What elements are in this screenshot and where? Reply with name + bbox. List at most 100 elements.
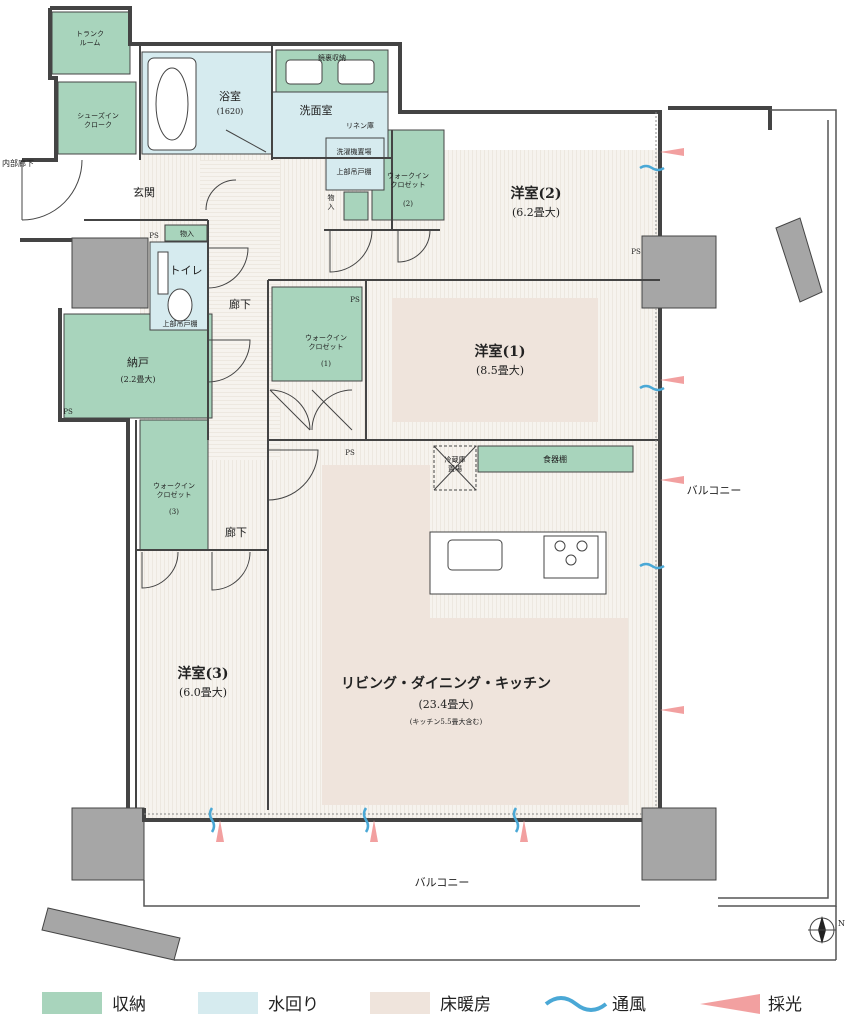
nando-name-label: 納戸 bbox=[127, 356, 149, 369]
legend-heating-swatch bbox=[370, 992, 430, 1014]
balcony-outline bbox=[143, 109, 837, 961]
light-ldk-e1 bbox=[660, 476, 684, 484]
wic2-name-label: ウォークインクロゼット bbox=[387, 172, 429, 189]
washer-area bbox=[325, 137, 385, 191]
light-ldk-s2 bbox=[520, 820, 528, 842]
label-line: クロゼット bbox=[157, 490, 192, 499]
label-line: 置場 bbox=[448, 464, 462, 473]
room2-name-label: 洋室(2) bbox=[511, 185, 562, 202]
wind-markers bbox=[208, 164, 665, 833]
room1-name-label: 洋室(1) bbox=[475, 343, 526, 360]
label-line: ルーム bbox=[80, 39, 101, 47]
room1-size-label: (8.5畳大) bbox=[476, 363, 524, 377]
legend-water-swatch bbox=[198, 992, 258, 1014]
bathtub-inner bbox=[155, 67, 189, 141]
entrance-label: 玄関 bbox=[133, 185, 155, 199]
toilet-label: トイレ bbox=[170, 264, 203, 277]
light-room3 bbox=[216, 820, 224, 842]
inner-corridor-label: 内部廊下 bbox=[2, 158, 34, 168]
wic1-num-label: (1) bbox=[321, 360, 331, 368]
cupboard-label: 食器棚 bbox=[543, 454, 567, 464]
room3-size-label: (6.0畳大) bbox=[179, 685, 227, 699]
door-nando bbox=[207, 339, 251, 383]
label-line: シューズイン bbox=[77, 111, 119, 120]
walls bbox=[20, 6, 772, 822]
nando-size-label: (2.2畳大) bbox=[121, 374, 156, 384]
stove-burners bbox=[554, 540, 588, 566]
ps-3-label: PS bbox=[63, 408, 73, 416]
storage-small-2-label: 物入 bbox=[180, 229, 194, 238]
pillar-se bbox=[641, 807, 717, 881]
light-ldk-e2 bbox=[660, 706, 684, 714]
door-entrance bbox=[21, 159, 83, 221]
pillar-balcony-sw bbox=[41, 907, 181, 961]
door-washroom bbox=[205, 179, 237, 211]
fridge-label: 冷蔵庫置場 bbox=[445, 455, 466, 473]
pillar-nw bbox=[71, 237, 149, 309]
balcony-east-label: バルコニー bbox=[687, 484, 742, 497]
windows bbox=[144, 112, 657, 815]
wind-ldk-s1 bbox=[362, 807, 370, 833]
trunk-room-area bbox=[51, 11, 131, 75]
light-markers bbox=[216, 148, 684, 842]
fixtures bbox=[147, 57, 607, 595]
mirror-storage-label: 鏡裏収納 bbox=[318, 53, 346, 62]
fridge-space bbox=[433, 445, 477, 491]
label-line: クローク bbox=[84, 121, 112, 129]
washroom-label: 洗面室 bbox=[300, 103, 333, 117]
label-line: トランク bbox=[76, 30, 104, 38]
label-line: ウォークイン bbox=[387, 172, 429, 180]
heating-ldk-living bbox=[430, 618, 628, 805]
legend-wind-label: 通風 bbox=[612, 995, 646, 1015]
wic1-area bbox=[271, 286, 363, 382]
ldk-note-label: (キッチン5.5畳大含む) bbox=[410, 717, 483, 726]
door-room3-b bbox=[211, 551, 251, 591]
room-labels: トランクルーム シューズインクローク 内部廊下 玄関 浴室 (1620) 鏡裏収… bbox=[2, 30, 741, 889]
legend-light-label: 採光 bbox=[768, 995, 802, 1015]
burner-1 bbox=[554, 540, 566, 552]
label-line: 入 bbox=[328, 203, 335, 211]
bathtub bbox=[147, 57, 197, 151]
wic3-name-label: ウォークインクロゼット bbox=[153, 482, 195, 499]
doors bbox=[21, 129, 431, 591]
ldk-name-label: リビング・ダイニング・キッチン bbox=[341, 675, 551, 692]
wic1-name-label: ウォークインクロゼット bbox=[305, 334, 347, 351]
nando-area bbox=[63, 313, 213, 419]
label-line: ウォークイン bbox=[153, 482, 195, 490]
door-room3-a bbox=[141, 551, 179, 589]
wind-room1 bbox=[639, 384, 665, 392]
label-line: クロゼット bbox=[391, 180, 426, 189]
pillar-balcony-ne bbox=[775, 217, 823, 303]
label-line: ウォークイン bbox=[305, 334, 347, 342]
storage-areas bbox=[51, 11, 634, 551]
sink-2 bbox=[337, 59, 375, 85]
washer-label: 洗濯機置場 bbox=[337, 147, 372, 156]
trunk-room-label: トランクルーム bbox=[76, 30, 104, 47]
sink-1 bbox=[285, 59, 323, 85]
legend: 収納 水回り 床暖房 通風 採光 bbox=[42, 992, 802, 1015]
bath-size-label: (1620) bbox=[217, 107, 244, 116]
toilet-tank bbox=[157, 251, 169, 295]
pillars bbox=[41, 217, 823, 961]
upper-cabinet-2-label: 上部吊戸棚 bbox=[163, 319, 198, 328]
door-wic1 bbox=[269, 389, 311, 431]
door-ldk bbox=[267, 449, 319, 501]
light-ldk-s1 bbox=[370, 820, 378, 842]
legend-light-icon bbox=[700, 994, 760, 1014]
ps-4-label: PS bbox=[345, 449, 355, 457]
toilet-bowl bbox=[167, 288, 193, 322]
door-wic2 bbox=[397, 229, 431, 263]
storage-small-1-label: 物入 bbox=[328, 193, 335, 211]
cupboard-area bbox=[477, 445, 634, 473]
kitchen-sink bbox=[447, 539, 503, 571]
label-line: 物 bbox=[328, 193, 335, 202]
ps-2-label: PS bbox=[350, 296, 360, 304]
wic3-area bbox=[139, 419, 209, 551]
door-room1 bbox=[311, 389, 353, 431]
burner-3 bbox=[565, 554, 577, 566]
bath-name-label: 浴室 bbox=[219, 89, 241, 103]
wind-room2 bbox=[639, 164, 665, 172]
heating-ldk-dining bbox=[322, 465, 430, 805]
shoes-closet-label: シューズインクローク bbox=[77, 111, 119, 129]
kitchen-stove bbox=[543, 535, 599, 579]
